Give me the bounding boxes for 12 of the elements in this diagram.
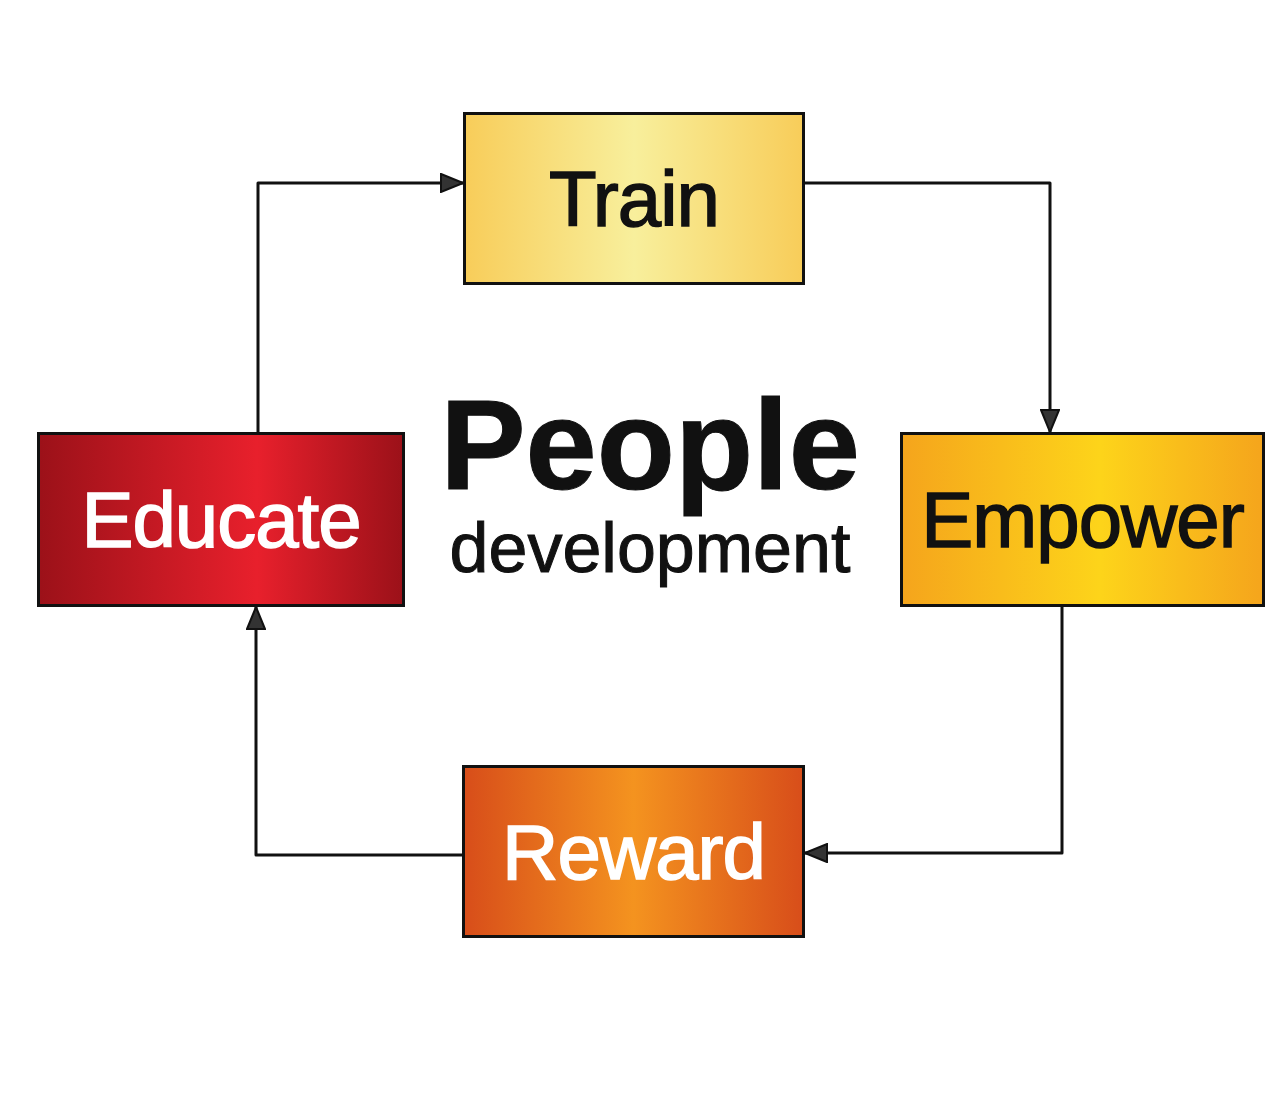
arrow [805,181,1060,433]
process-box [463,112,805,285]
process-box [900,432,1265,607]
node-label: Educate [81,480,361,559]
arrow [256,173,464,432]
arrow [804,607,1064,863]
arrow [246,606,462,857]
node-label: Train [549,159,719,238]
node-label: Reward [502,812,765,891]
diagram-title: People development [439,378,861,586]
process-box [37,432,405,607]
process-box [462,765,805,938]
